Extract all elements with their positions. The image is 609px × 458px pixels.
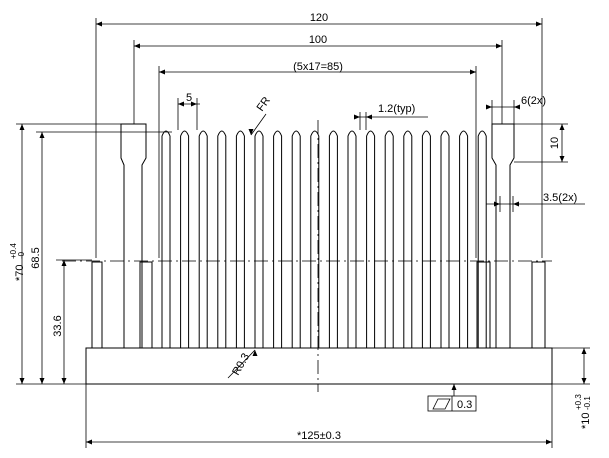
arrow-10base-top (581, 348, 587, 354)
fin-2 (180, 130, 190, 348)
dim-base-tol-minus: -0.1 (583, 396, 592, 410)
arrow-10-bottom (559, 156, 565, 162)
end-fin-left (120, 123, 147, 348)
centerlines (62, 120, 552, 392)
arrow-35-right (513, 201, 519, 207)
arrow-5-right (191, 101, 197, 107)
arrow-6-right (514, 104, 520, 110)
arrow-85-left (159, 69, 165, 75)
arrow-70-top (19, 124, 25, 130)
fin-7 (273, 130, 283, 348)
dim-685: 68.5 (30, 247, 42, 268)
fin-1 (161, 130, 171, 348)
dim-120: 120 (310, 12, 328, 24)
arrow-r03 (252, 350, 258, 356)
dim-base-tol-plus: +0.3 (574, 394, 583, 410)
arrow-100-right (496, 43, 502, 49)
fin-17 (459, 130, 469, 348)
fin-13 (384, 130, 394, 348)
fin-4 (217, 130, 227, 348)
arrow-typ-right (366, 114, 372, 120)
dim-base-group: *10 +0.3 -0.1 (574, 394, 592, 429)
short-fin-right (476, 261, 491, 348)
dim-end-fin-width: 6(2x) (521, 95, 546, 107)
dim-base-thickness: *10 (580, 412, 592, 429)
arrow-120-right (536, 21, 542, 27)
dim-70-tol-minus: -0 (17, 251, 26, 259)
flatness-icon (432, 398, 451, 410)
fin-14 (403, 130, 413, 348)
dim-overall-width: *125±0.3 (297, 430, 341, 442)
fin-5 (235, 130, 245, 348)
heatsink-profile (85, 347, 553, 385)
arrow-100-left (134, 43, 140, 49)
left-dimensions (16, 123, 172, 385)
short-fin-left (139, 261, 153, 348)
outer-fin-left (91, 261, 103, 348)
arrow-85-right (470, 69, 476, 75)
arrow-125-right (546, 439, 552, 445)
outer-fin-right (531, 261, 546, 348)
arrow-685-top (39, 132, 45, 138)
top-dimensions (95, 18, 585, 379)
dim-end-fin-neck: 3.5(2x) (543, 192, 577, 204)
arrow-336-bottom (61, 378, 67, 384)
fin-11 (347, 130, 357, 348)
fin-12 (366, 130, 376, 348)
dim-70: *70 (14, 264, 26, 281)
fin-8 (291, 130, 301, 348)
arrow-35-left (494, 201, 500, 207)
arrow-10-top (559, 124, 565, 130)
arrow-5-left (178, 101, 184, 107)
flatness-value: 0.3 (457, 399, 472, 411)
arrow-typ-left (354, 114, 360, 120)
arrow-120-left (96, 21, 102, 27)
base-plate (85, 347, 553, 385)
dim-85: (5x17=85) (293, 61, 343, 73)
fin-15 (421, 130, 431, 348)
arrow-6-left (486, 104, 492, 110)
dim-70-group: *70 +0.4 -0 (9, 243, 26, 281)
label-fr: FR (255, 95, 273, 114)
fin-18 (477, 130, 487, 348)
dim-100: 100 (309, 34, 327, 46)
dim-70-tol-plus: +0.4 (9, 243, 18, 259)
dim-336: 33.6 (52, 315, 64, 336)
fin-6 (254, 130, 264, 348)
arrow-fr (248, 129, 254, 135)
arrow-685-bottom (39, 378, 45, 384)
dim-fin-thickness: 1.2(typ) (378, 103, 415, 115)
dim-5: 5 (186, 92, 192, 104)
fin-group (91, 123, 546, 348)
dim-end-fin-depth: 10 (549, 137, 561, 149)
arrow-10base-bottom (581, 378, 587, 384)
fin-16 (440, 130, 450, 348)
arrow-125-left (86, 439, 92, 445)
arrow-336-top (61, 260, 67, 266)
fin-9 (310, 130, 320, 348)
fin-3 (198, 130, 208, 348)
arrow-70-bottom (19, 378, 25, 384)
arrow-flatness (451, 384, 457, 390)
end-fin-right (491, 123, 515, 348)
dimension-arrows (19, 21, 587, 445)
fin-10 (328, 130, 338, 348)
dim-r03: R0.3 (230, 351, 252, 377)
